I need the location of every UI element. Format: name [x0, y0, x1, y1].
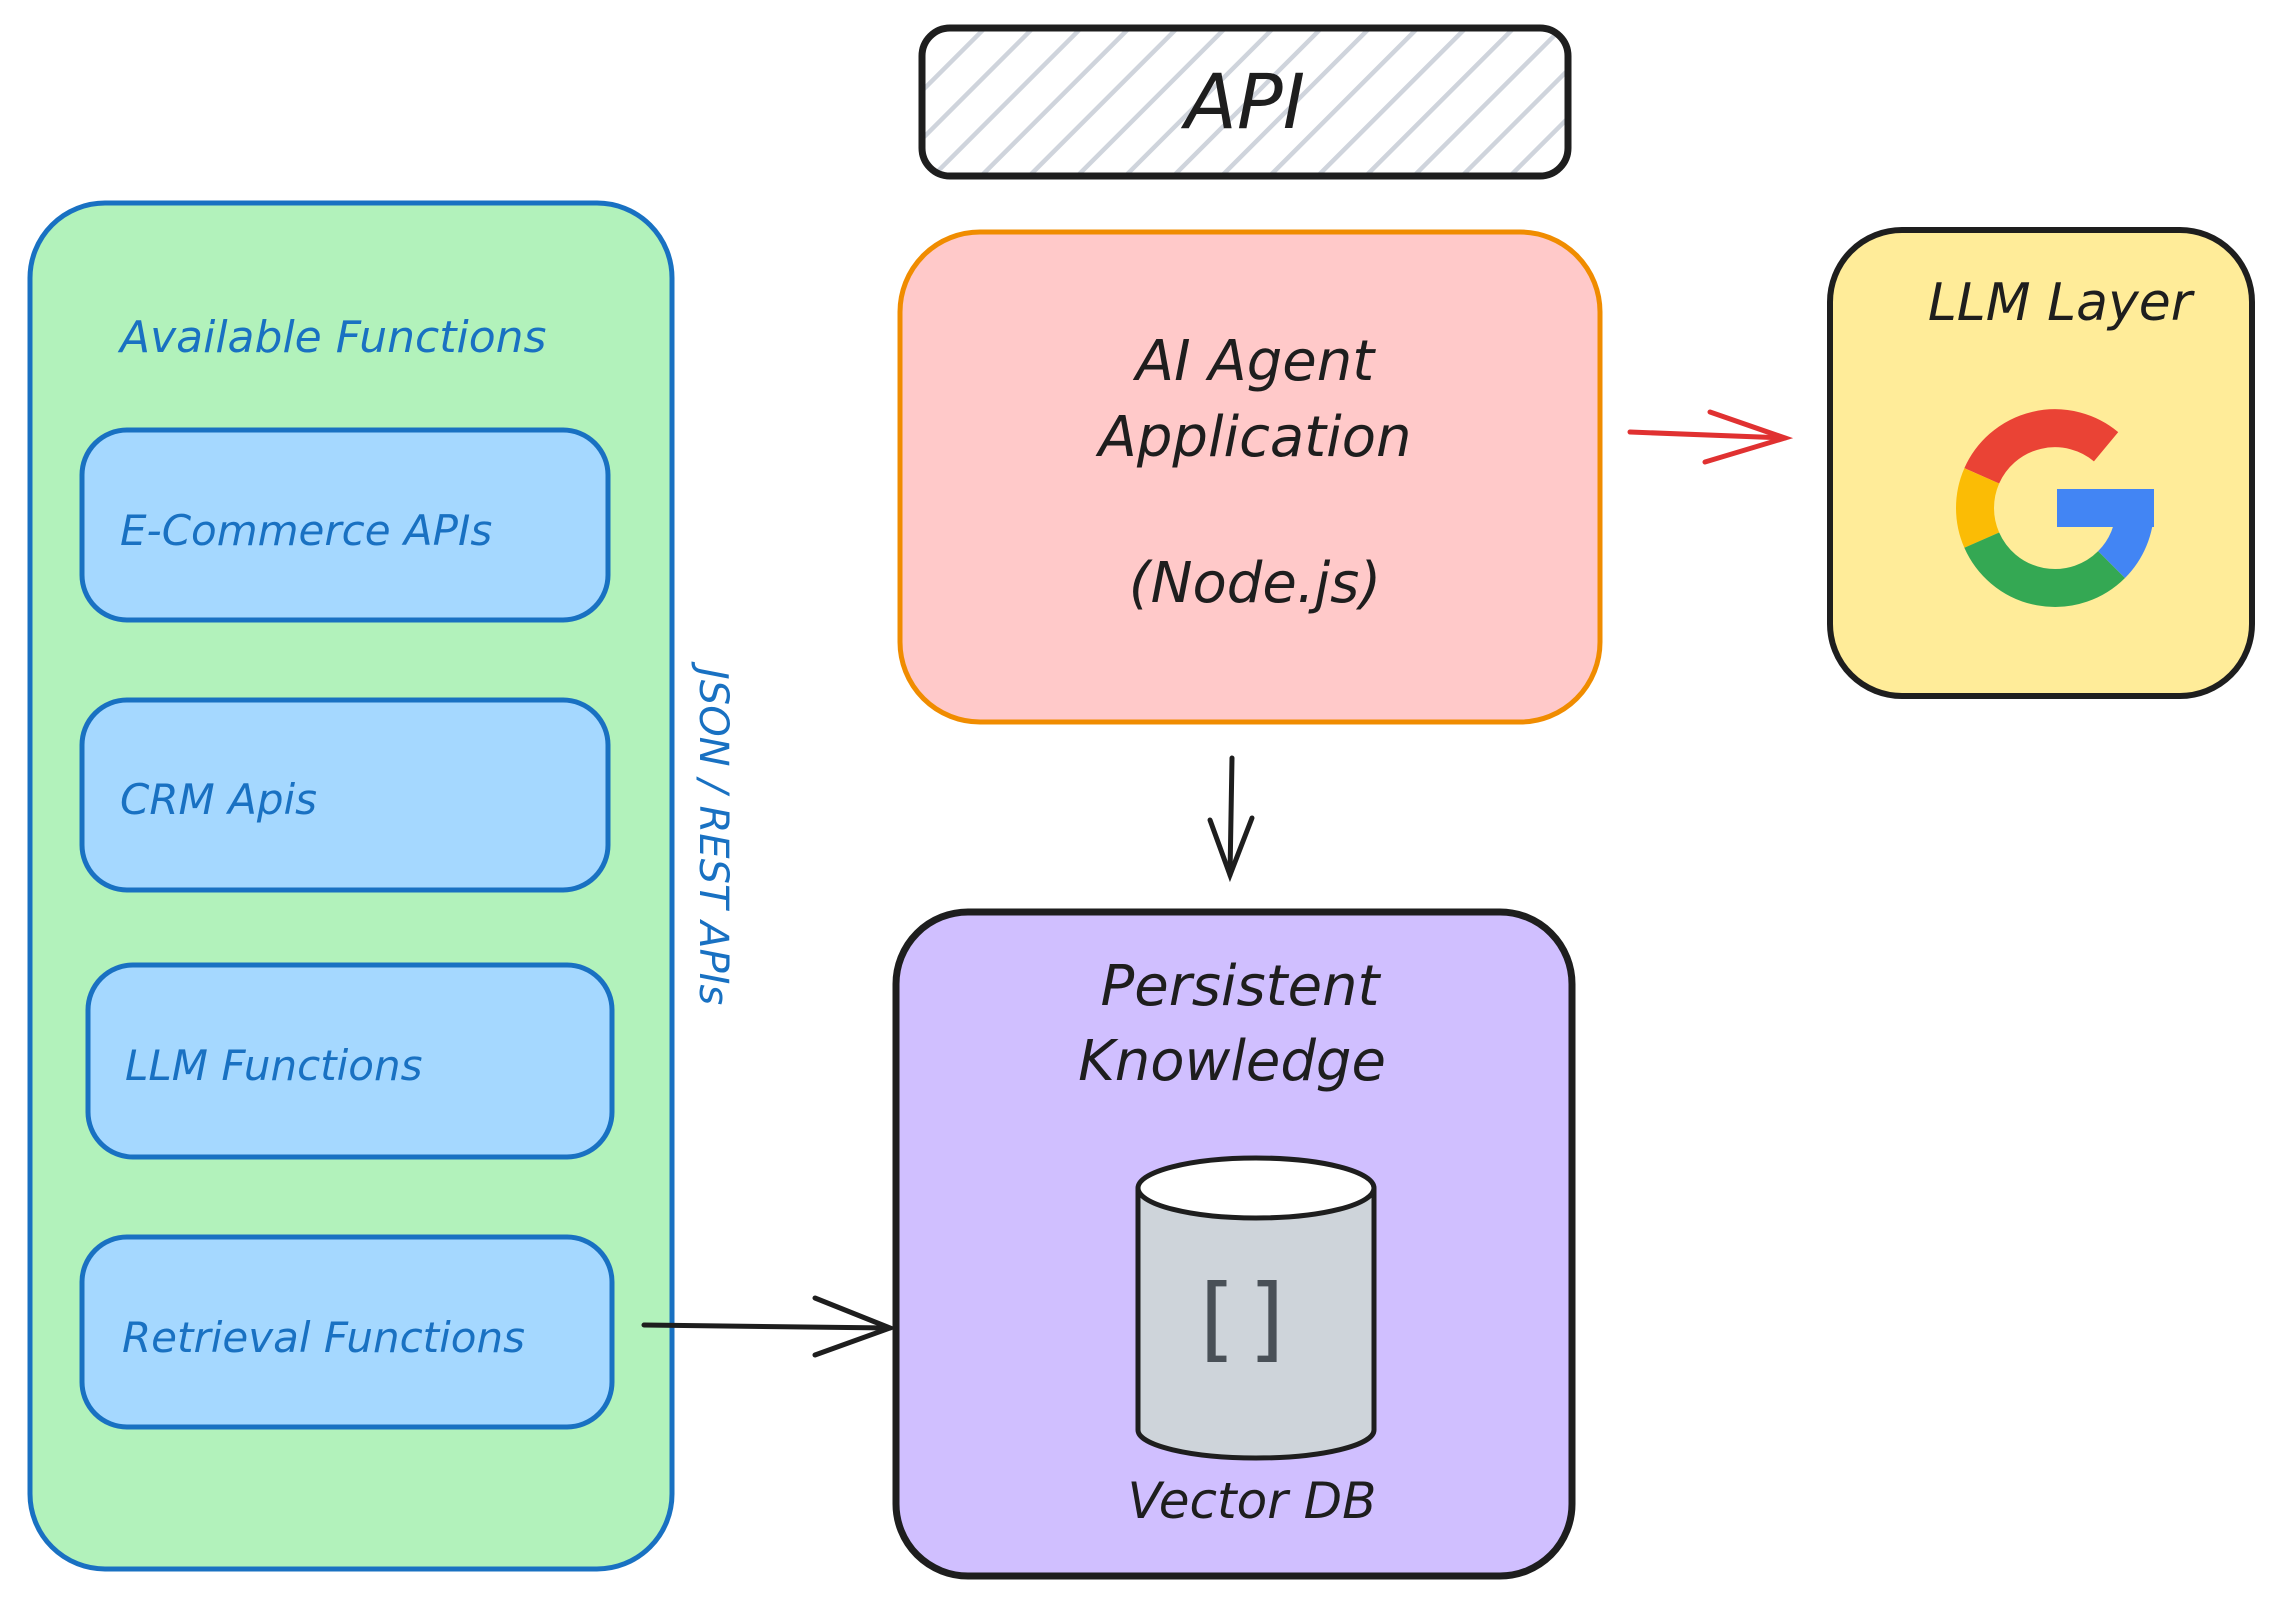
function-item-label: Retrieval Functions [122, 1313, 525, 1362]
agent-title-line2: Application [1096, 405, 1412, 470]
function-item-label: E-Commerce APIs [120, 506, 492, 555]
google-logo-icon [1956, 409, 2154, 607]
llm-layer-title: LLM Layer [1928, 273, 2196, 333]
api-label: API [1180, 57, 1305, 146]
api-box: API [918, 24, 1572, 180]
db-brackets-icon: [] [1187, 1265, 1298, 1372]
function-item-llm[interactable]: LLM Functions [85, 962, 615, 1160]
available-functions-title: Available Functions [117, 312, 546, 363]
agent-to-llm-arrow [1627, 409, 1794, 465]
knowledge-title-line1: Persistent [1100, 954, 1381, 1019]
available-functions-panel: Available Functions E-Commerce APIs CRM … [27, 200, 675, 1572]
vector-db-cylinder-icon: [] [1135, 1155, 1377, 1461]
function-item-label: CRM Apis [120, 775, 317, 824]
agent-to-knowledge-arrow [1207, 755, 1255, 883]
function-item-crm[interactable]: CRM Apis [79, 697, 611, 893]
agent-title-line3: (Node.js) [1129, 551, 1381, 616]
function-item-retrieval[interactable]: Retrieval Functions [79, 1234, 615, 1430]
json-rest-label: JSON / REST APIs [690, 661, 736, 1005]
retrieval-to-knowledge-arrow [641, 1295, 898, 1358]
ai-agent-box: AI Agent Application (Node.js) [897, 229, 1603, 725]
vector-db-label: Vector DB [1128, 1472, 1377, 1530]
llm-layer-box: LLM Layer [1827, 227, 2255, 699]
function-item-ecommerce[interactable]: E-Commerce APIs [79, 427, 611, 623]
function-item-label: LLM Functions [125, 1041, 423, 1090]
persistent-knowledge-box: Persistent Knowledge [] Vector DB [892, 908, 1576, 1580]
knowledge-title-line2: Knowledge [1078, 1029, 1386, 1094]
agent-title-line1: AI Agent [1133, 329, 1376, 394]
